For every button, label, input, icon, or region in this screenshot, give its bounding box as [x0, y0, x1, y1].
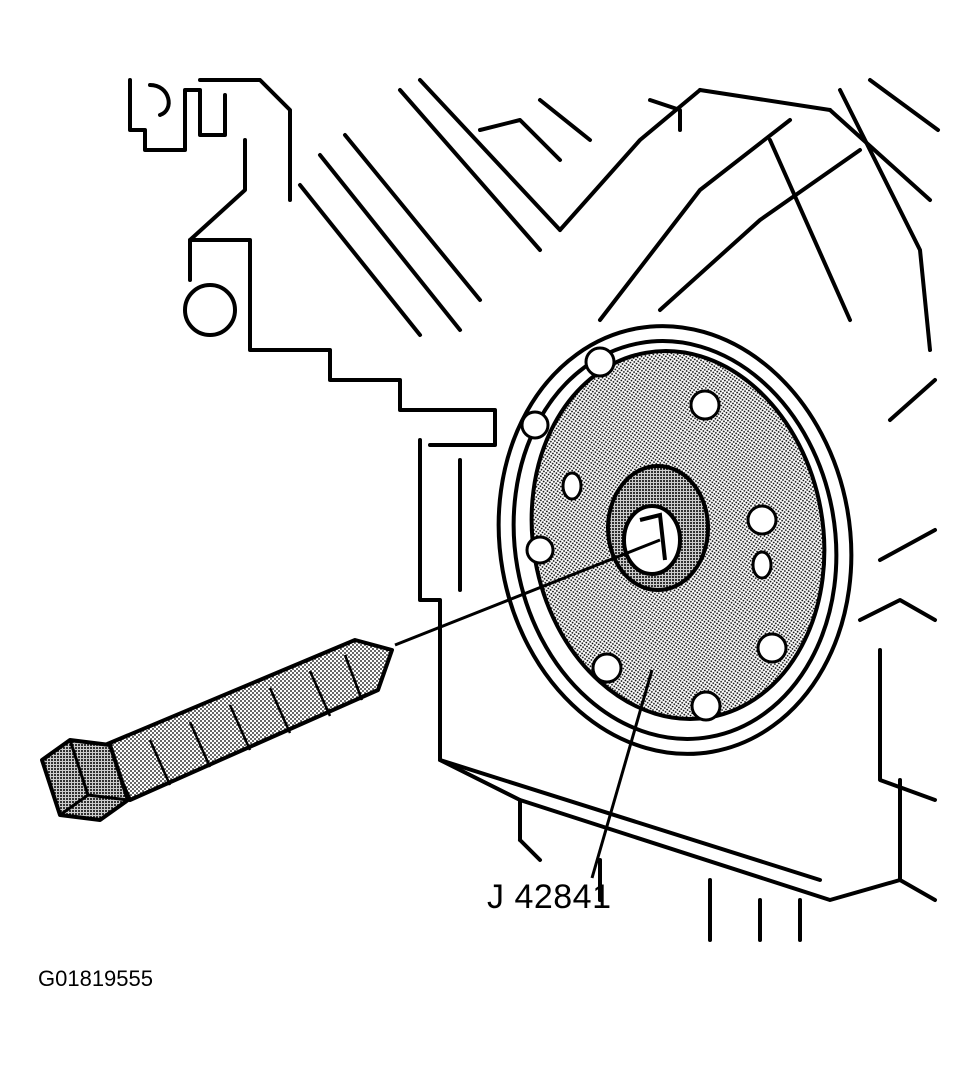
tool-callout-label: J 42841	[487, 878, 612, 916]
seal-installer-tool	[529, 349, 827, 721]
alignment-axis-line	[394, 538, 661, 647]
callout-leader-line	[590, 669, 654, 879]
tool-mounting-bolts	[520, 346, 788, 722]
engine-block-drawing	[128, 78, 940, 942]
alignment-bolt	[40, 638, 394, 822]
figure-id-label: G01819555	[38, 966, 153, 991]
